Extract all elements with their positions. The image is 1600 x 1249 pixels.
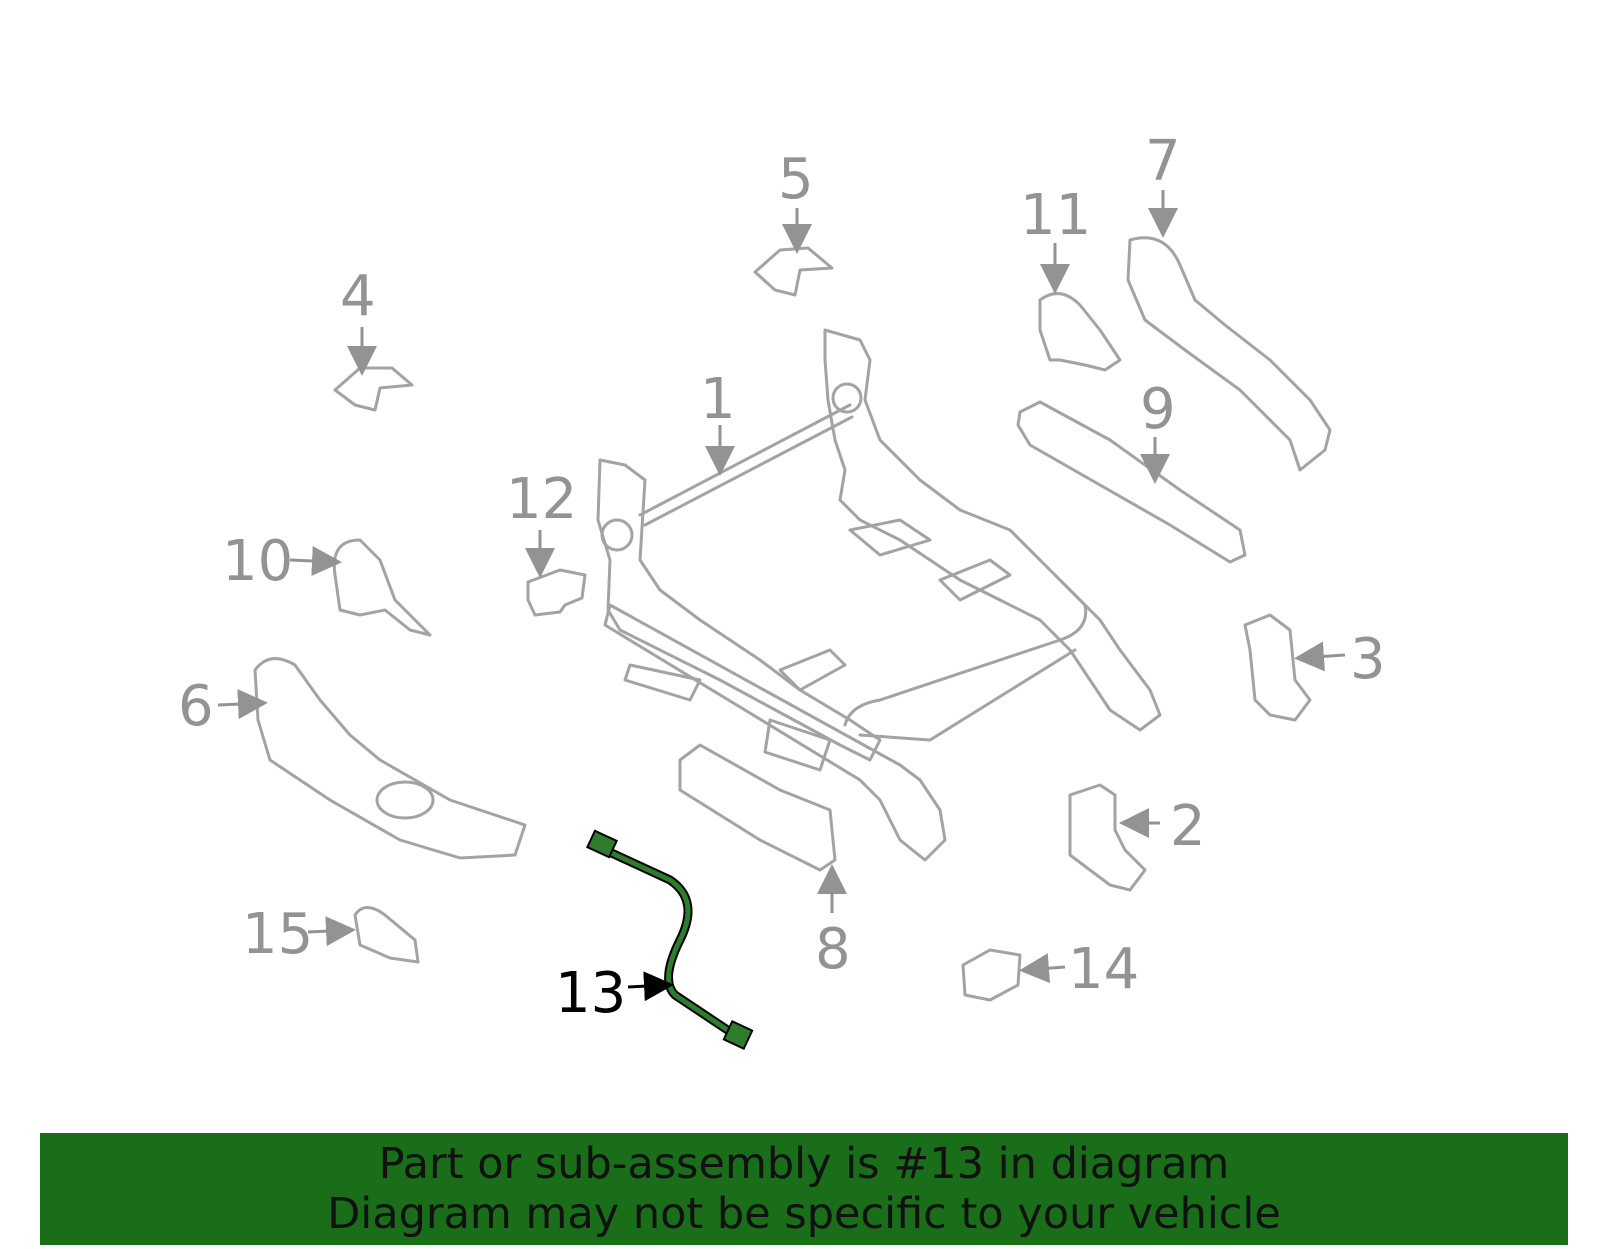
part-4 <box>333 366 414 412</box>
part-3 <box>1243 613 1312 722</box>
part-15 <box>353 906 420 964</box>
callout-12: 12 <box>506 467 577 532</box>
part-12 <box>526 568 587 617</box>
callout-3: 3 <box>1350 627 1386 692</box>
callout-11: 11 <box>1020 183 1091 248</box>
part-14 <box>961 948 1022 1002</box>
callout-7: 7 <box>1145 129 1181 194</box>
callout-6: 6 <box>178 674 214 739</box>
callout-13: 13 <box>555 961 626 1026</box>
part-6 <box>253 657 527 860</box>
callout-8: 8 <box>815 917 851 982</box>
part-1-seat-adjuster <box>596 328 1162 862</box>
part-5 <box>753 246 834 297</box>
callout-10: 10 <box>222 529 293 594</box>
part-9 <box>1016 400 1247 564</box>
part-11 <box>1038 292 1122 372</box>
callout-2: 2 <box>1170 794 1206 859</box>
banner-line-2: Diagram may not be specific to your vehi… <box>327 1189 1281 1239</box>
banner-line-1: Part or sub-assembly is #13 in diagram <box>378 1139 1230 1189</box>
callout-5: 5 <box>778 147 814 212</box>
callout-14: 14 <box>1068 937 1139 1002</box>
part-8 <box>678 743 837 872</box>
callout-9: 9 <box>1140 377 1176 442</box>
part-2 <box>1068 783 1147 892</box>
callout-1: 1 <box>700 367 736 432</box>
callout-labels: 1 2 3 4 5 6 7 8 9 10 11 12 13 14 15 <box>178 129 1386 1026</box>
part-10 <box>332 538 432 637</box>
info-banner: Part or sub-assembly is #13 in diagram D… <box>40 1133 1568 1245</box>
part-7 <box>1126 236 1332 472</box>
leader-arrows <box>217 190 1346 1002</box>
callout-4: 4 <box>340 264 376 329</box>
callout-15: 15 <box>242 902 313 967</box>
